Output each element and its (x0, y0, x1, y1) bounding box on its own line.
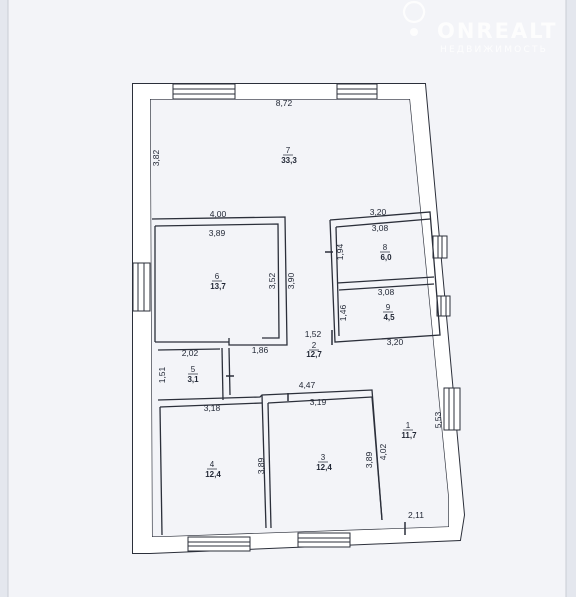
room-label-8: 8 6,0 (380, 243, 392, 262)
room-number: 1 (406, 421, 411, 430)
dim-room5-side: 1,51 (157, 366, 167, 383)
room-number: 4 (210, 460, 215, 469)
dim-room1-inner: 4,02 (378, 443, 388, 460)
dim-room8-top-inner: 3,08 (372, 223, 389, 233)
dim-bottom-right: 2,11 (408, 510, 424, 520)
dim-room8-top-outer: 3,20 (370, 207, 387, 217)
watermark-tagline: НЕДВИЖИМОСТЬ (440, 45, 548, 55)
dimension-labels: 8,72 3,82 4,00 3,89 3,52 3,90 3,20 3,08 … (151, 98, 443, 520)
watermark: ONREALT НЕДВИЖИМОСТЬ (402, 0, 557, 55)
room-label-4: 4 12,4 (205, 460, 221, 479)
dim-wall-right: 3,90 (286, 272, 296, 289)
room-area: 11,7 (401, 431, 417, 440)
dim-room3-side: 3,89 (364, 451, 374, 468)
room-number: 5 (191, 365, 196, 374)
room-label-7: 7 33,3 (281, 146, 297, 165)
room-label-6: 6 13,7 (210, 272, 226, 291)
dim-left-top: 3,82 (151, 149, 161, 166)
room-label-3: 3 12,4 (316, 453, 332, 472)
room-area: 6,0 (380, 253, 392, 262)
dim-hall-gap: 1,52 (305, 329, 322, 339)
room-area: 33,3 (281, 156, 297, 165)
dim-room6-top-inner: 3,89 (209, 228, 226, 238)
door-marks (226, 251, 406, 535)
dim-room9-side: 1,46 (338, 304, 348, 321)
dim-hall-small: 1,86 (252, 345, 269, 355)
dim-room4-side: 3,89 (256, 457, 266, 474)
dim-room9-top: 3,08 (378, 287, 395, 297)
room-number: 7 (286, 146, 291, 155)
room-area: 3,1 (187, 375, 199, 384)
room-area: 12,4 (205, 470, 221, 479)
room-area: 12,4 (316, 463, 332, 472)
room-number: 9 (386, 303, 391, 312)
room-number: 3 (321, 453, 326, 462)
room-area: 4,5 (383, 313, 395, 322)
room-number: 8 (383, 243, 388, 252)
room-label-2: 2 12,7 (306, 341, 322, 359)
dim-hall-width: 4,47 (299, 380, 316, 390)
room-area: 12,7 (306, 350, 322, 359)
dim-top-width: 8,72 (276, 98, 293, 108)
interior-walls (151, 211, 441, 536)
dim-room3-top: 3,19 (310, 397, 327, 407)
room-number: 6 (215, 272, 220, 281)
watermark-brand: ONREALT (437, 19, 557, 43)
dim-room9-bottom: 3,20 (387, 337, 404, 347)
map-pin-icon (402, 0, 426, 36)
room-label-9: 9 4,5 (383, 303, 395, 322)
room-number: 2 (312, 341, 317, 350)
room-label-1: 1 11,7 (401, 421, 417, 440)
room-area: 13,7 (210, 282, 226, 291)
dim-room5-top: 2,02 (182, 348, 199, 358)
dim-room8-side: 1,94 (335, 243, 345, 260)
room-label-5: 5 3,1 (187, 365, 199, 384)
room-labels: 7 33,3 6 13,7 8 6,0 9 4,5 2 12,7 5 3,1 (187, 146, 417, 479)
windows (132, 83, 461, 552)
dim-room6-top-outer: 4,00 (210, 209, 227, 219)
dim-room4-top: 3,18 (204, 403, 221, 413)
dim-right-side: 5,53 (433, 411, 443, 428)
dim-room6-right: 3,52 (267, 272, 277, 289)
